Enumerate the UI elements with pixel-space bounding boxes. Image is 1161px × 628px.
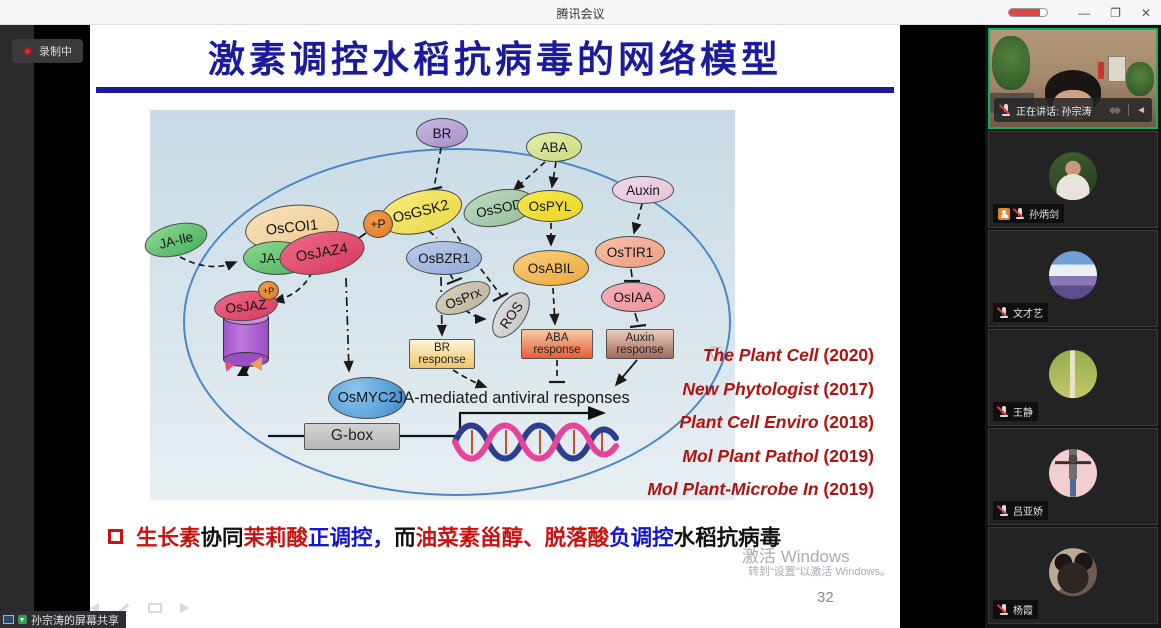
degraded-fragment-black [237, 366, 249, 376]
host-badge-icon [998, 207, 1010, 220]
citation: Mol Plant Pathol (2019) [682, 445, 874, 466]
mic-muted-icon [996, 405, 1009, 419]
previous-slide-icon[interactable] [90, 603, 99, 613]
video-tile-speaker[interactable]: 正在讲话: 孙宗涛 ◆◆ ◄ [988, 28, 1158, 129]
participant-name-chip: 王静 [993, 402, 1038, 421]
participants-sidebar: 正在讲话: 孙宗涛 ◆◆ ◄ 孙炳剑 文才艺 [985, 25, 1161, 628]
citation: Mol Plant-Microbe In (2019) [647, 479, 874, 499]
node-osmyc2: OsMYC2 [328, 377, 406, 419]
video-tile[interactable]: 王静 [988, 329, 1158, 426]
participant-name-chip: 吕亚娇 [993, 501, 1048, 520]
avatar [1049, 250, 1097, 299]
avatar [1049, 547, 1097, 596]
node-osbzr1: OsBZR1 [406, 241, 482, 275]
mic-muted-icon [998, 103, 1011, 117]
participant-name-chip: 杨霞 [993, 600, 1038, 619]
network-indicator-icon [1008, 8, 1048, 17]
dna-helix [452, 422, 619, 462]
speaking-label: 正在讲话: 孙宗涛 [1016, 106, 1092, 118]
video-tile[interactable]: 文才艺 [988, 230, 1158, 327]
degraded-fragment-orange [250, 357, 262, 371]
node-auxin: Auxin [612, 176, 674, 204]
node-osabil: OsABIL [513, 250, 589, 286]
citation: Plant Cell Enviro (2018) [679, 412, 874, 432]
title-underline [96, 87, 894, 93]
bullet-square-icon [108, 529, 123, 544]
conclusion-line: 生长素 协同 茉莉酸 正调控， 而 油菜素甾醇、 脱落酸 负调控 水稻抗病毒 [108, 521, 781, 552]
mic-muted-icon [1012, 207, 1025, 221]
node-gbox: G-box [304, 423, 400, 450]
video-tile[interactable]: 吕亚娇 [988, 428, 1158, 525]
citation-list: The Plant Cell (2020) New Phytologist (2… [474, 339, 874, 507]
mic-muted-icon [996, 306, 1009, 320]
recording-label: 录制中 [39, 46, 72, 58]
maximize-button[interactable]: ❐ [1110, 5, 1121, 20]
participant-name: 孙炳剑 [1029, 210, 1059, 221]
slide-page-number: 32 [817, 589, 834, 606]
speaking-overlay: 正在讲话: 孙宗涛 ◆◆ ◄ [994, 98, 1152, 122]
next-slide-icon[interactable] [180, 603, 189, 613]
presentation-slide: 激素调控水稻抗病毒的网络模型 [90, 25, 900, 628]
left-panel-strip [0, 25, 34, 628]
recording-dot-icon [23, 46, 32, 56]
participant-name: 文才艺 [1013, 309, 1043, 320]
screen-share-area: 录制中 激素调控水稻抗病毒的网络模型 [0, 25, 985, 628]
avatar [1049, 349, 1097, 398]
video-tile[interactable]: 杨霞 [988, 527, 1158, 624]
avatar [1049, 448, 1097, 497]
audio-share-icon [18, 615, 27, 624]
mic-muted-icon [996, 603, 1009, 617]
cell-membrane-ellipse [183, 148, 731, 496]
node-phospho-p: +P [363, 210, 393, 238]
citation: New Phytologist (2017) [682, 378, 874, 399]
box-br-response: BR response [409, 339, 475, 369]
windows-activation-watermark-sub: 转到“设置”以激活 Windows。 [748, 566, 892, 578]
minimize-button[interactable]: — [1078, 5, 1091, 20]
node-ostir1: OsTIR1 [595, 236, 665, 268]
reply-arrow-icon[interactable]: ◄ [1136, 104, 1146, 116]
ja-mediated-label: JA-mediated antiviral responses [395, 389, 630, 407]
windows-activation-watermark: 激活 Windows [742, 547, 850, 566]
node-ospyl: OsPYL [517, 190, 583, 222]
node-br: BR [416, 118, 468, 148]
meeting-logo-icon: ◆◆ [1108, 104, 1122, 116]
node-phospho-p-small: +P [258, 281, 279, 300]
participant-name: 吕亚娇 [1013, 507, 1043, 518]
screen-icon [3, 615, 14, 624]
mic-muted-icon [996, 504, 1009, 518]
screen-share-label[interactable]: 孙宗涛的屏幕共享 [0, 611, 126, 628]
close-button[interactable]: ✕ [1140, 5, 1151, 20]
app-title: 腾讯会议 [556, 7, 605, 21]
participant-name: 杨霞 [1013, 606, 1033, 617]
display-options-icon[interactable] [148, 603, 162, 613]
box-auxin-response: Auxin response [606, 329, 674, 359]
video-tile[interactable]: 孙炳剑 [988, 131, 1158, 228]
recording-badge[interactable]: 录制中 [12, 39, 83, 63]
pathway-diagram: BR ABA Auxin OsGSK2 OsSOD OsPYL OsCOI1 J… [141, 110, 735, 500]
participant-name-chip: 孙炳剑 [993, 204, 1064, 223]
citation: The Plant Cell (2020) [702, 345, 874, 365]
diagram-arrows [179, 147, 647, 438]
avatar [1049, 151, 1097, 200]
titlebar: 腾讯会议 — ❐ ✕ [0, 0, 1161, 25]
participant-name-chip: 文才艺 [993, 303, 1048, 322]
slide-title: 激素调控水稻抗病毒的网络模型 [208, 39, 782, 80]
participant-name: 王静 [1013, 408, 1033, 419]
presenter-toolbar [90, 602, 189, 614]
box-aba-response: ABA response [521, 329, 593, 359]
node-aba: ABA [526, 132, 582, 162]
node-osiaa: OsIAA [601, 282, 665, 312]
